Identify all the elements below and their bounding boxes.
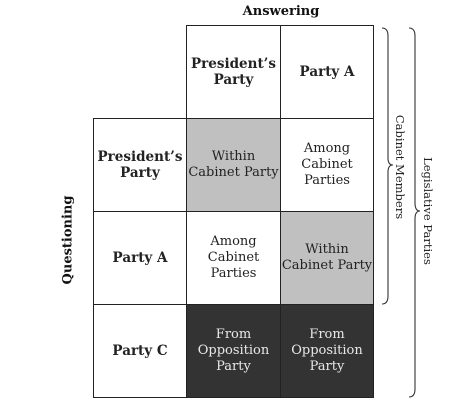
cell-label: Within Cabinet Party: [188, 149, 279, 180]
cell-label: Within Cabinet Party: [281, 242, 373, 273]
cell-among-cabinet-parties: Among Cabinet Parties: [186, 211, 281, 305]
row-header-label: Party A: [112, 250, 168, 266]
row-header-party-c: Party C: [93, 304, 187, 398]
cabinet-members-brace: [381, 27, 394, 305]
cell-label: Among Cabinet Parties: [207, 234, 260, 281]
legislative-parties-brace: [408, 27, 421, 398]
column-header-label: President’s Party: [191, 56, 276, 88]
answering-axis-title: Answering: [242, 4, 320, 19]
row-header-presidents-party: President’s Party: [93, 118, 187, 212]
legislative-parties-label: Legislative Parties: [421, 157, 435, 265]
cell-within-cabinet-party: Within Cabinet Party: [280, 211, 374, 305]
row-header-label: Party C: [112, 343, 168, 359]
column-header-party-a: Party A: [280, 25, 374, 119]
row-header-label: President’s Party: [97, 149, 183, 181]
cabinet-members-label: Cabinet Members: [393, 114, 407, 220]
cell-from-opposition-party: From Opposition Party: [186, 304, 281, 398]
cell-within-cabinet-party: Within Cabinet Party: [186, 118, 281, 212]
column-header-label: Party A: [299, 64, 355, 80]
cell-among-cabinet-parties: Among Cabinet Parties: [280, 118, 374, 212]
cell-from-opposition-party: From Opposition Party: [280, 304, 374, 398]
cell-label: Among Cabinet Parties: [301, 141, 353, 188]
cell-label: From Opposition Party: [197, 327, 270, 374]
cell-label: From Opposition Party: [291, 327, 363, 374]
row-header-party-a: Party A: [93, 211, 187, 305]
